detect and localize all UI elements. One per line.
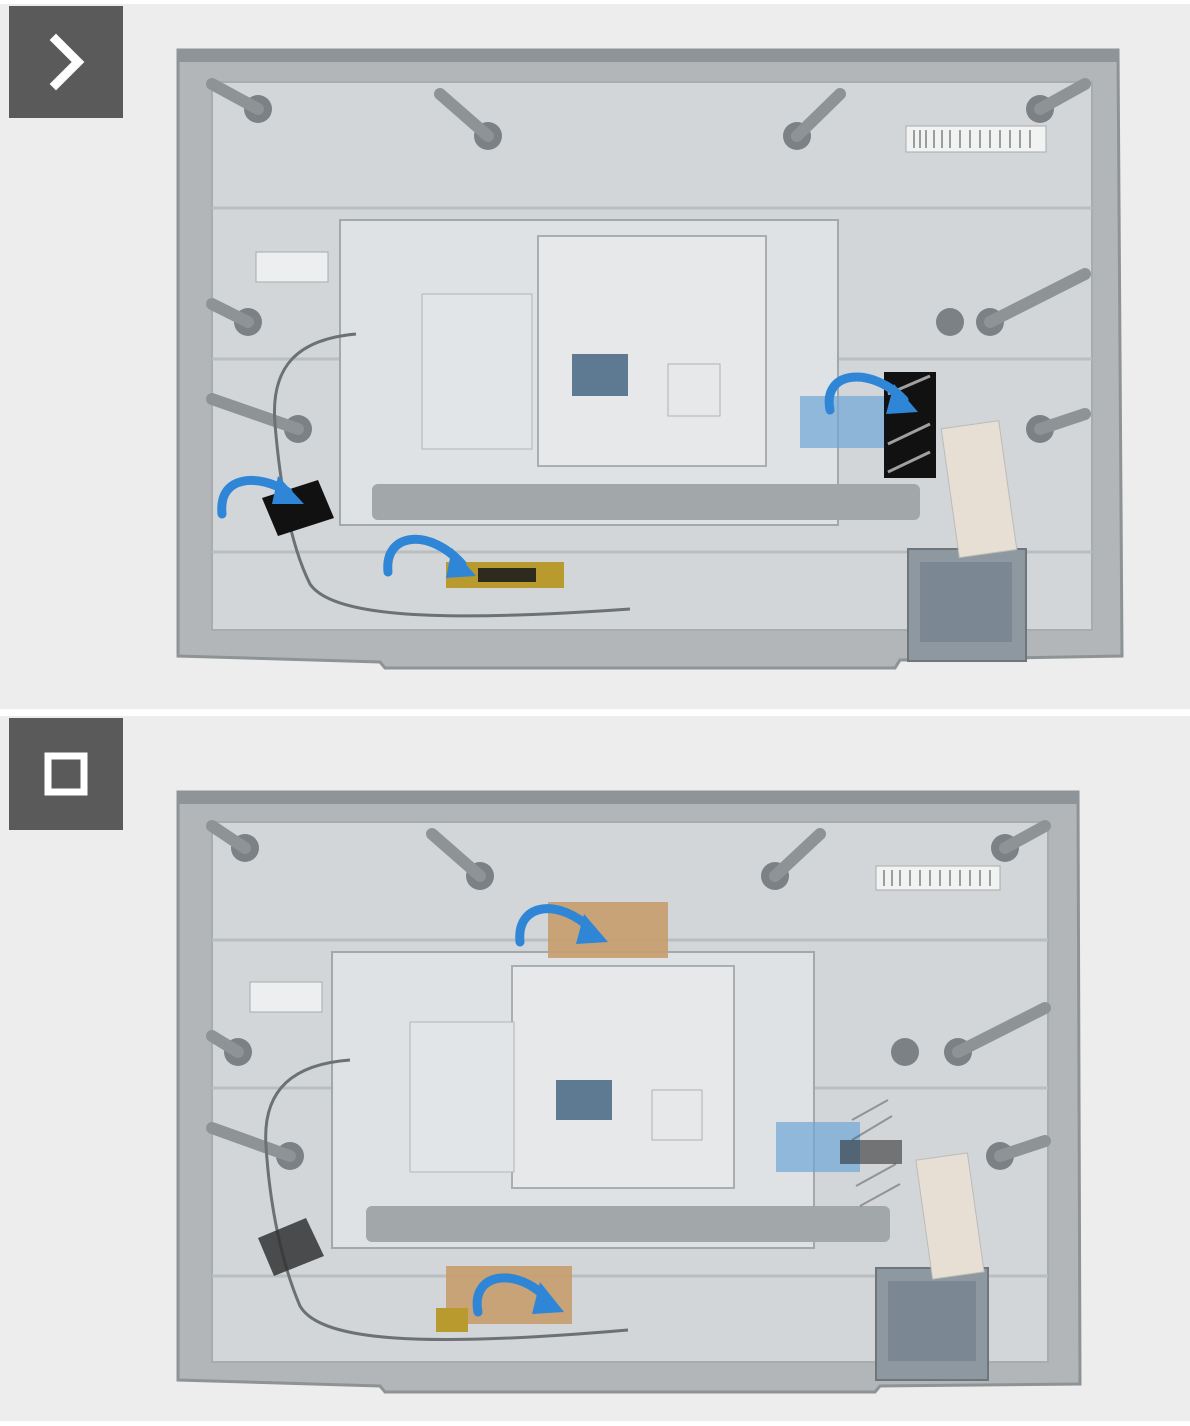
step-2-badge (9, 718, 123, 830)
monitor-rear-illustration-step-2 (176, 790, 1082, 1394)
ribbon-cable (915, 1152, 985, 1280)
black-tape-residue (840, 1140, 902, 1164)
square-stop-icon (44, 752, 88, 796)
curved-arrow-icon (472, 904, 597, 1317)
stand-bar (372, 484, 920, 520)
residual-tape-outline (851, 1099, 901, 1207)
product-label (249, 981, 323, 1013)
wire (272, 332, 631, 618)
barcode-label (905, 125, 1047, 153)
monitor-rear-illustration-step-1 (176, 48, 1124, 670)
chip-label (572, 354, 628, 396)
black-tape-residue (258, 1218, 324, 1276)
product-label (255, 251, 329, 283)
step-1-panel (0, 4, 1190, 709)
ribbon-cable (940, 420, 1018, 559)
step-2-panel (0, 716, 1190, 1421)
step-1-badge (9, 6, 123, 118)
chevron-right-icon (49, 33, 85, 91)
stand-bar (366, 1206, 890, 1242)
chip-label (556, 1080, 612, 1120)
barcode-label (875, 865, 1001, 891)
